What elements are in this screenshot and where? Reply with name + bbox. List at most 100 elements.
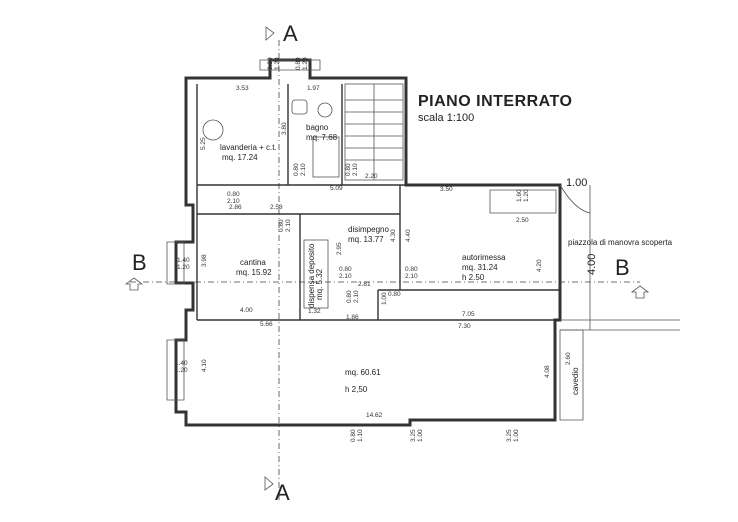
room-disimpegno-area: mq. 13.77 [348, 235, 384, 244]
interior-walls [196, 84, 560, 321]
svg-text:2.10: 2.10 [339, 273, 352, 280]
svg-text:0.80: 0.80 [405, 266, 418, 273]
svg-text:1.00: 1.00 [566, 177, 587, 189]
svg-text:0.80: 0.80 [295, 57, 302, 70]
room-grande-height: h 2,50 [345, 385, 368, 394]
section-arrow-b-right [630, 285, 650, 299]
plan-scale: scala 1:100 [418, 112, 474, 124]
svg-text:3.53: 3.53 [236, 85, 249, 92]
svg-text:0.80: 0.80 [346, 290, 353, 303]
svg-text:0.80: 0.80 [388, 291, 401, 298]
bath-fixtures [291, 99, 340, 178]
room-autorimessa-area: mq. 31.24 [462, 263, 498, 272]
svg-text:0.80: 0.80 [293, 163, 300, 176]
room-lavanderia-name: lavanderia + c.t. [220, 143, 277, 152]
svg-text:5.66: 5.66 [260, 321, 273, 328]
room-disimpegno-name: disimpegno [348, 225, 389, 234]
svg-text:1.20: 1.20 [302, 57, 309, 70]
room-bagno-name: bagno [306, 123, 329, 132]
svg-text:3.25: 3.25 [410, 429, 417, 442]
section-label-a-bottom: A [275, 480, 290, 505]
room-ripostiglio-area: mq. 5.32 [315, 268, 324, 300]
svg-text:2.86: 2.86 [229, 204, 242, 211]
svg-text:3.50: 3.50 [440, 186, 453, 193]
section-arrow-b-left [124, 277, 144, 291]
opening-labels: 0.80 1.20 0.80 1.20 0.80 2.10 0.80 2.10 … [175, 57, 530, 442]
svg-text:0.80: 0.80 [278, 219, 285, 232]
svg-text:1.32: 1.32 [308, 308, 321, 315]
svg-text:4.20: 4.20 [536, 259, 543, 272]
section-label-a-top: A [283, 21, 298, 46]
svg-text:4.30: 4.30 [390, 229, 397, 242]
svg-text:3.80: 3.80 [281, 122, 288, 135]
svg-text:2.95: 2.95 [336, 242, 343, 255]
svg-text:4.00: 4.00 [586, 254, 598, 275]
exterior-wall [174, 58, 562, 427]
room-autorimessa-height: h 2.50 [462, 273, 485, 282]
room-cantina-area: mq. 15.92 [236, 268, 272, 277]
svg-text:7.30: 7.30 [458, 323, 471, 330]
svg-text:4.08: 4.08 [544, 365, 551, 378]
room-lavanderia-area: mq. 17.24 [222, 153, 258, 162]
svg-text:14.62: 14.62 [366, 412, 383, 419]
svg-text:2.58: 2.58 [270, 204, 283, 211]
storage-shelf [303, 239, 329, 309]
svg-text:3.98: 3.98 [201, 254, 208, 267]
room-ripostiglio-name: dispensa deposito [307, 243, 316, 308]
light-well-top [259, 59, 321, 71]
svg-text:3.25: 3.25 [506, 429, 513, 442]
svg-text:2.60: 2.60 [565, 352, 572, 365]
svg-text:0.80: 0.80 [345, 163, 352, 176]
dimension-labels: 3.53 1.97 5.25 3.80 5.09 2.20 2.86 2.58 … [200, 85, 598, 419]
room-bagno-area: mq. 7.68 [306, 133, 338, 142]
svg-text:1.20: 1.20 [175, 367, 188, 374]
svg-text:1.86: 1.86 [346, 314, 359, 321]
svg-text:2.50: 2.50 [516, 217, 529, 224]
svg-text:0.80: 0.80 [350, 429, 357, 442]
room-piazzola-name: piazzola di manovra scoperta [568, 238, 673, 247]
svg-text:0.80: 0.80 [227, 191, 240, 198]
stair [344, 83, 404, 181]
svg-text:1.00: 1.00 [513, 429, 520, 442]
svg-text:4.40: 4.40 [405, 229, 412, 242]
light-well-left [166, 241, 185, 285]
room-cantina-name: cantina [240, 258, 266, 267]
exterior-lines [559, 184, 680, 331]
svg-text:2.20: 2.20 [365, 173, 378, 180]
svg-text:1.00: 1.00 [417, 429, 424, 442]
svg-text:4.10: 4.10 [201, 359, 208, 372]
room-grande-area: mq. 60.61 [345, 368, 381, 377]
svg-text:1.20: 1.20 [177, 264, 190, 271]
svg-text:4.00: 4.00 [240, 307, 253, 314]
svg-text:2.81: 2.81 [358, 281, 371, 288]
svg-text:1.97: 1.97 [307, 85, 320, 92]
section-label-b-left: B [132, 250, 147, 275]
svg-text:0.80: 0.80 [339, 266, 352, 273]
svg-text:2.10: 2.10 [352, 163, 359, 176]
light-well-bottom-left [166, 339, 185, 401]
svg-text:1.00: 1.00 [381, 292, 388, 305]
svg-text:1.40: 1.40 [175, 360, 188, 367]
svg-text:1.60: 1.60 [516, 189, 523, 202]
svg-text:5.09: 5.09 [330, 185, 343, 192]
svg-text:2.10: 2.10 [300, 163, 307, 176]
section-label-b-right: B [615, 255, 630, 280]
room-cavedio-name: cavedio [571, 367, 580, 395]
svg-text:1.20: 1.20 [523, 189, 530, 202]
light-well-garage [489, 189, 557, 214]
section-arrow-a-bottom [264, 476, 274, 491]
boiler-icon [202, 119, 224, 141]
svg-text:2.10: 2.10 [227, 198, 240, 205]
svg-text:1.20: 1.20 [274, 57, 281, 70]
svg-text:5.25: 5.25 [200, 137, 207, 150]
plan-title: PIANO INTERRATO [418, 93, 572, 110]
svg-text:2.10: 2.10 [405, 273, 418, 280]
svg-text:1.40: 1.40 [177, 257, 190, 264]
svg-text:7.05: 7.05 [462, 311, 475, 318]
section-arrow-a-top [265, 26, 275, 41]
svg-text:0.80: 0.80 [267, 57, 274, 70]
svg-text:2.10: 2.10 [285, 219, 292, 232]
svg-text:1.10: 1.10 [357, 429, 364, 442]
svg-text:2.10: 2.10 [353, 290, 360, 303]
